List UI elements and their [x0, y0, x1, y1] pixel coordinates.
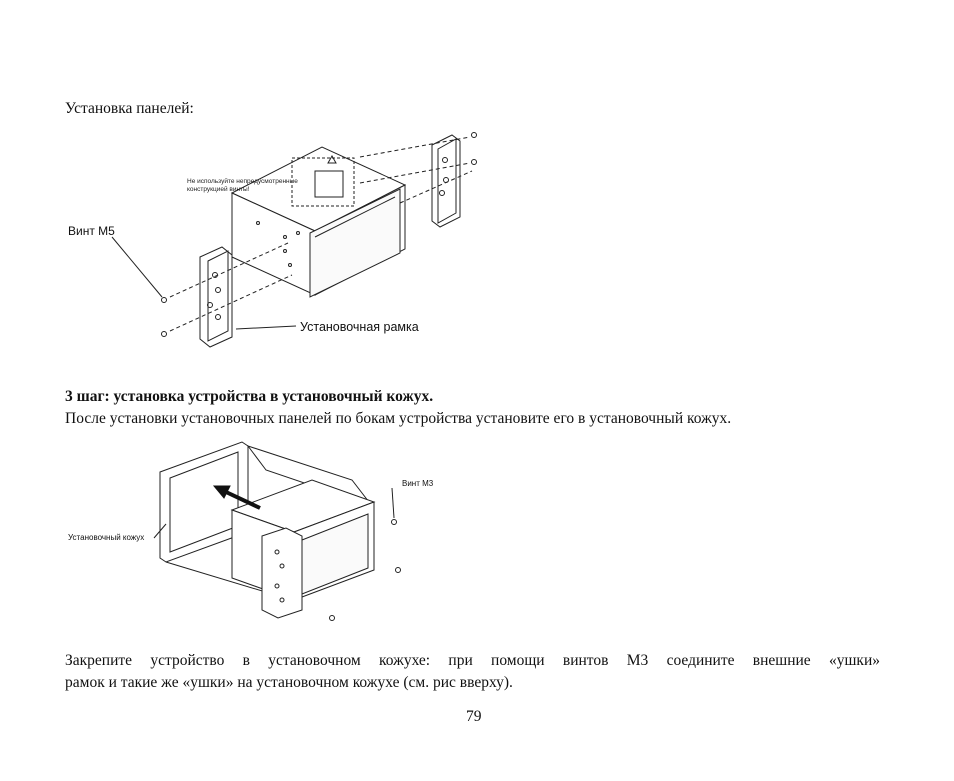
label-sleeve: Установочный кожух	[68, 533, 144, 542]
figure-sleeve-installation: Винт М3 Установочный кожух	[68, 441, 434, 621]
figure-panel-installation: Не используйте непредусмотренные констру…	[68, 132, 477, 348]
warning-text-1: Не используйте непредусмотренные	[187, 177, 298, 185]
step3-description: После установки установочных панелей по …	[65, 410, 732, 427]
step3-title: 3 шаг: установка устройства в установочн…	[65, 388, 434, 405]
screw-right-bottom	[471, 159, 477, 165]
screw-m5-left-bottom	[161, 331, 167, 337]
screw-m3-mid	[395, 567, 401, 573]
final-instruction-line-2: рамок и такие же «ушки» на установочном …	[65, 674, 513, 691]
screw-m5-left-top	[161, 297, 167, 303]
screw-m3-top	[391, 519, 397, 525]
label-screw-m3: Винт М3	[402, 479, 434, 488]
warning-inset	[291, 157, 355, 207]
final-instruction: Закрепите устройство в установочном кожу…	[65, 650, 880, 694]
screw-m3-bottom	[329, 615, 335, 621]
label-mount-frame: Установочная рамка	[300, 320, 419, 334]
page-number: 79	[466, 708, 482, 725]
warning-text-2: конструкцией винты!	[187, 185, 250, 193]
label-screw-m5: Винт М5	[68, 224, 115, 238]
section-heading-install-panels: Установка панелей:	[65, 100, 194, 117]
final-instruction-line-1: Закрепите устройство в установочном кожу…	[65, 652, 880, 669]
unit-faceplate	[309, 188, 401, 298]
screw-right-top	[471, 132, 477, 138]
insertion-arrow	[212, 485, 261, 510]
unit-mount-frame	[261, 527, 303, 619]
